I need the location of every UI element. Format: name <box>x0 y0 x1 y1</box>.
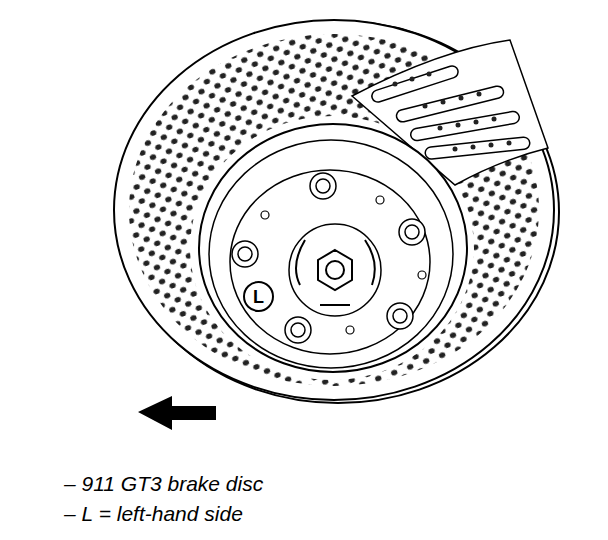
hub-axle <box>326 261 344 279</box>
disc-face <box>114 20 554 400</box>
hub-flange <box>230 170 430 354</box>
caption-note: – 911 GT3 brake disc <box>64 472 263 495</box>
rotation-arrow <box>138 396 216 430</box>
centre-bore <box>289 224 381 316</box>
small-holes <box>261 196 426 334</box>
side-marker-letter: L <box>253 288 264 306</box>
side-marker-circle: L <box>243 281 274 312</box>
hub-nut <box>318 250 352 290</box>
hat-inner <box>209 140 453 368</box>
caption-note: – L = left-hand side <box>64 502 243 525</box>
bolt-holes <box>232 173 425 343</box>
retainer-clips <box>296 240 375 305</box>
hat-rim <box>199 124 467 372</box>
